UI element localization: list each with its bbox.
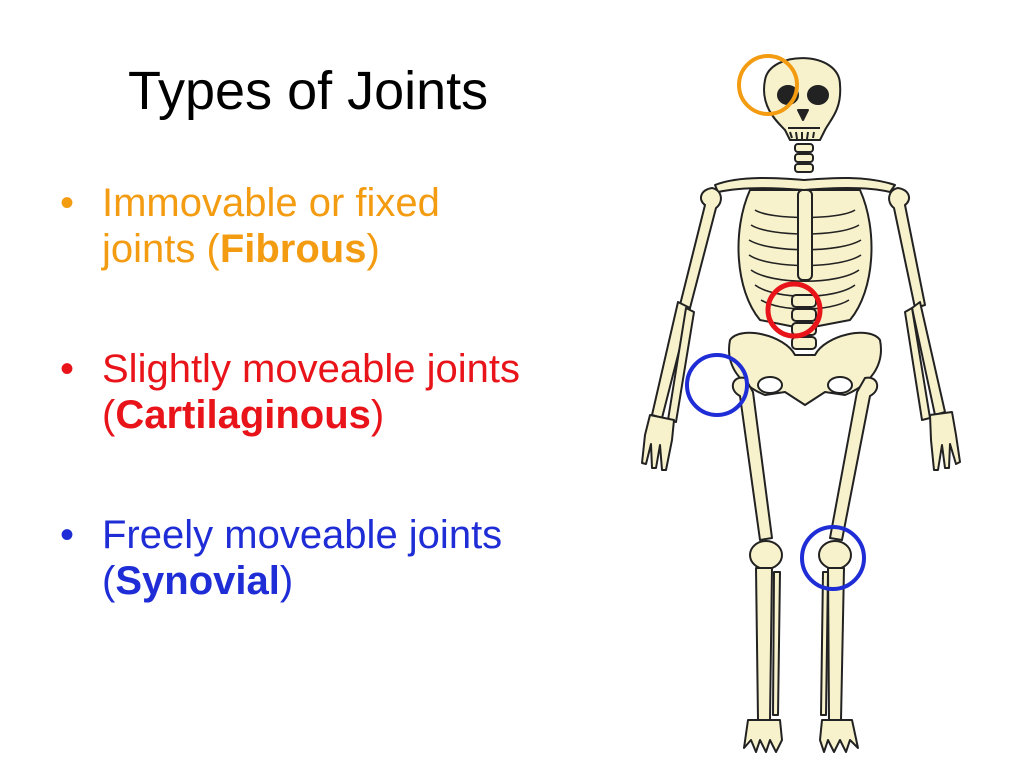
bullet-term: Fibrous [219,227,367,271]
bullet-cartilaginous: • Slightly moveable joints (Cartilaginou… [60,346,660,438]
bullet-text-close: ) [370,393,385,437]
bullet-list: • Immovable or fixed joints (Fibrous) • … [60,180,660,678]
bullet-text-line2: joints ( [102,227,220,271]
bullet-text-line1: Immovable or fixed [102,181,440,225]
left-femur [731,376,773,541]
left-kneecap [749,540,783,570]
right-foot [819,719,859,753]
knee-joint-circle [800,525,866,591]
bullet-term: Cartilaginous [115,393,371,437]
left-hand [641,414,675,471]
left-tibia [755,567,773,721]
right-humerus [888,187,926,309]
bullet-dot: • [60,513,75,557]
bullet-synovial: • Freely moveable joints (Synovial) [60,512,660,604]
bullet-text-line1: Freely moveable joints [102,513,503,557]
hip-joint-circle [685,353,749,417]
skeleton-figure [641,54,961,753]
right-femur [829,376,879,541]
bullet-text-line2: ( [102,393,116,437]
bullet-text-close: ) [366,227,380,271]
slide-title: Types of Joints [128,61,489,121]
skull [763,57,842,141]
bullet-text-close: ) [279,559,294,603]
bullet-term: Synovial [115,559,280,603]
bullet-text-line2: ( [102,559,116,603]
bullet-dot: • [60,181,75,225]
cartilaginous-joint-circle [765,281,823,339]
right-hand [929,411,961,471]
left-foot [743,719,783,753]
right-kneecap [818,540,852,570]
cervical-spine [794,143,814,173]
bullet-dot: • [60,347,75,391]
bullet-fibrous: • Immovable or fixed joints (Fibrous) [60,180,660,272]
bullet-text-line1: Slightly moveable joints [102,347,520,391]
left-humerus [679,187,722,309]
fibrous-joint-circle [737,54,799,116]
